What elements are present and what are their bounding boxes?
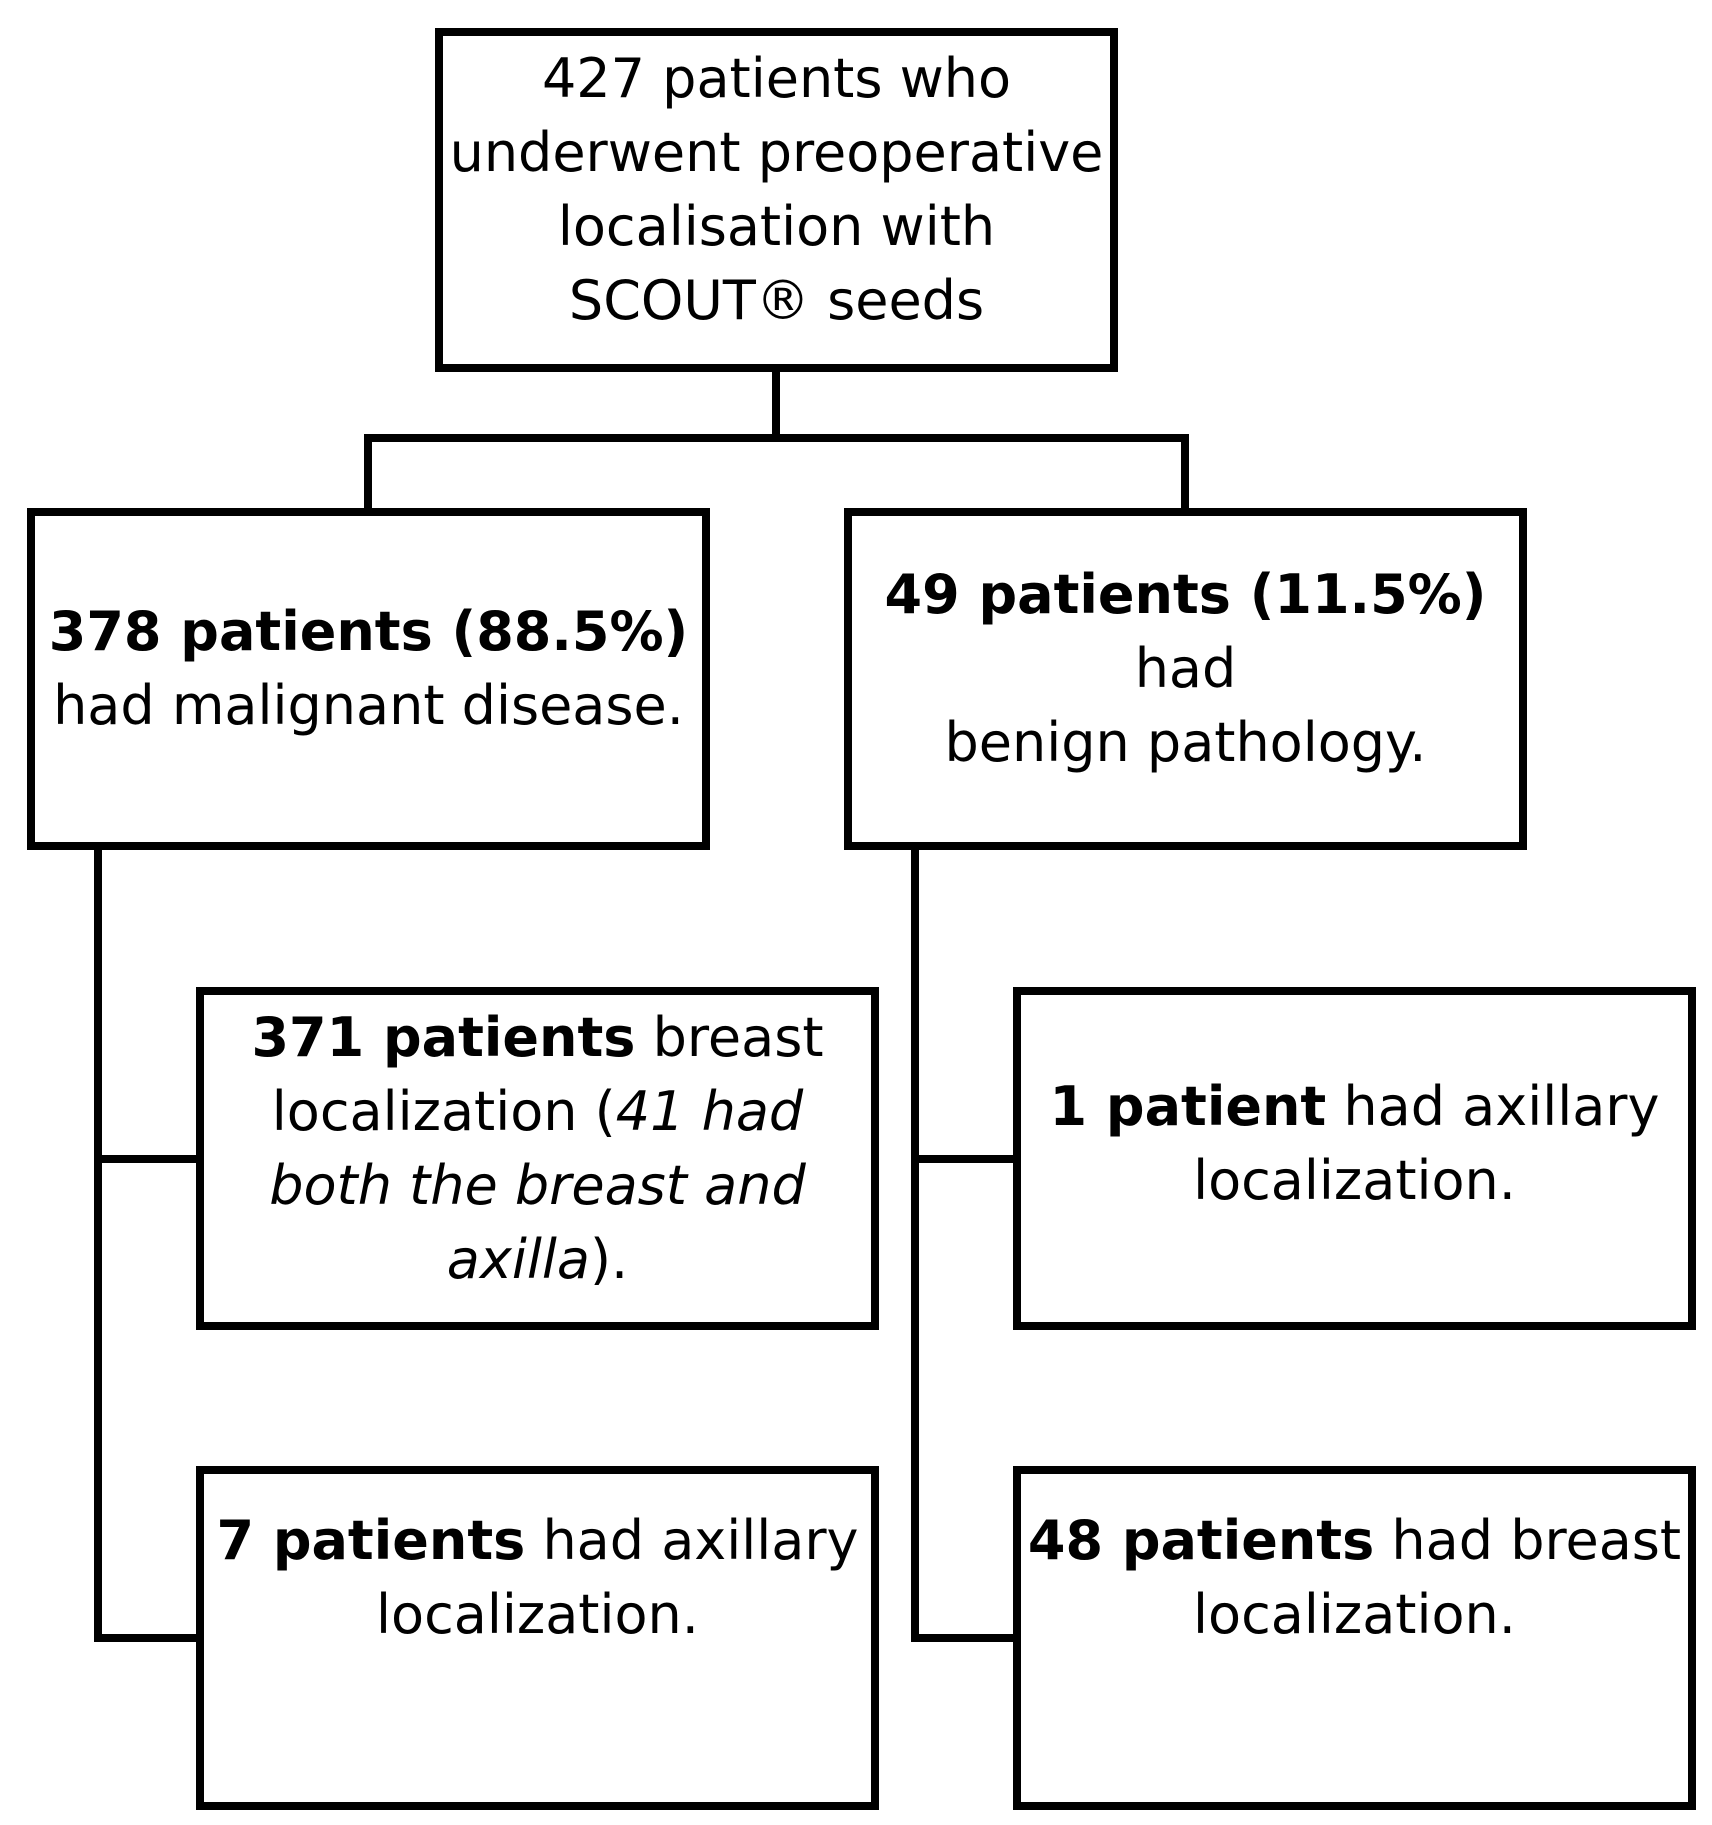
benign-description-1: had <box>1134 637 1237 700</box>
malignant-breast-text-3: ). <box>589 1227 629 1291</box>
benign-breast-text-1: had breast <box>1374 1509 1682 1572</box>
malignant-description: had malignant disease. <box>53 674 684 737</box>
malignant-axillary-count: 7 patients <box>216 1509 526 1572</box>
malignant-count: 378 patients (88.5%) <box>48 600 689 663</box>
benign-axillary-count: 1 patient <box>1049 1074 1327 1138</box>
malignant-breast-text-1: breast <box>635 1005 824 1069</box>
benign-count: 49 patients (11.5%) <box>884 563 1487 626</box>
malignant-axillary-text-2: localization. <box>376 1583 699 1646</box>
total-patients-box: 427 patients who underwent preoperative … <box>435 28 1118 372</box>
benign-axillary-text-2: localization. <box>1193 1148 1516 1212</box>
benign-pathology-box: 49 patients (11.5%) had benign pathology… <box>844 508 1527 850</box>
malignant-breast-localization-box: 371 patients breast localization (41 had… <box>196 987 879 1330</box>
malignant-axillary-localization-box: 7 patients had axillary localization. <box>196 1466 879 1810</box>
malignant-breast-text-2: localization ( <box>271 1079 616 1143</box>
malignant-disease-box: 378 patients (88.5%) had malignant disea… <box>27 508 710 850</box>
malignant-axillary-text-1: had axillary <box>525 1509 859 1572</box>
root-line-4: SCOUT® seeds <box>568 269 985 332</box>
benign-description-2: benign pathology. <box>944 711 1427 774</box>
malignant-breast-italic-2: both the breast and <box>269 1153 806 1217</box>
benign-breast-text-2: localization. <box>1193 1583 1516 1646</box>
root-line-1: 427 patients who <box>541 47 1012 110</box>
root-line-2: underwent preoperative <box>449 121 1104 184</box>
benign-axillary-localization-box: 1 patient had axillary localization. <box>1013 987 1696 1330</box>
benign-breast-localization-box: 48 patients had breast localization. <box>1013 1466 1696 1810</box>
benign-breast-count: 48 patients <box>1027 1509 1375 1572</box>
malignant-breast-italic-3: axilla <box>446 1227 590 1291</box>
root-line-3: localisation with <box>557 195 996 258</box>
malignant-breast-italic-1: 41 had <box>615 1079 804 1143</box>
benign-axillary-text-1: had axillary <box>1326 1074 1660 1138</box>
malignant-breast-count: 371 patients <box>251 1005 636 1069</box>
